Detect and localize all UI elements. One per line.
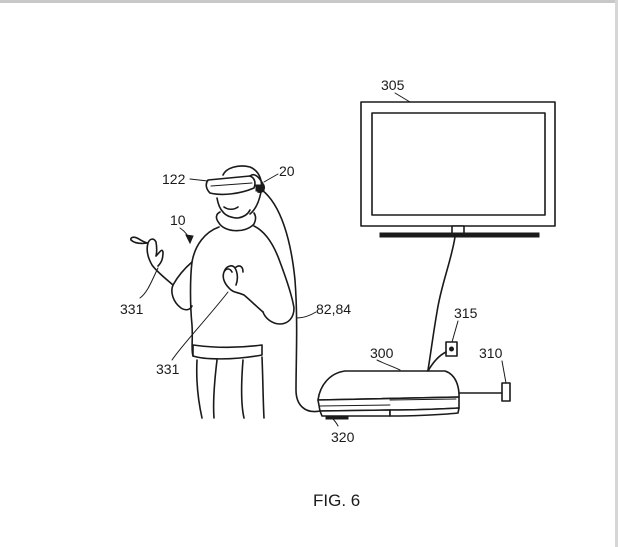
console-top: [317, 370, 460, 401]
tv-screen: [371, 112, 546, 216]
label-320: 320: [331, 429, 355, 445]
user-figure: [130, 165, 295, 419]
user-torso: [189, 226, 220, 357]
label-300: 300: [370, 345, 394, 361]
console-base-foot: [325, 415, 349, 420]
television-display: [360, 101, 556, 238]
user-head: [222, 165, 263, 215]
user-right-hand: [222, 265, 264, 313]
console-seam: [319, 404, 391, 407]
label-310: 310: [479, 345, 503, 361]
hmd-connector: [255, 184, 265, 192]
leader-300: [376, 359, 401, 371]
label-122: 122: [162, 171, 186, 187]
right-border: [615, 0, 618, 547]
leader-20: [263, 173, 279, 183]
hmd-cable: [261, 189, 321, 413]
hmd-visor: [205, 175, 256, 196]
figure-caption: FIG. 6: [313, 491, 360, 510]
leader-331-right: [171, 291, 229, 361]
label-331-right: 331: [156, 361, 180, 377]
label-305: 305: [381, 77, 405, 93]
tv-cable: [427, 236, 456, 371]
user-mouth: [223, 206, 239, 211]
head-mounted-display: [205, 173, 265, 196]
hmd-visor-line: [210, 182, 253, 187]
label-20: 20: [279, 163, 295, 179]
leader-331-left: [139, 267, 159, 299]
leader-82-84: [296, 311, 317, 319]
label-315: 315: [454, 305, 478, 321]
arrow-10: [185, 234, 194, 245]
peripheral-body: [501, 382, 511, 402]
console-front-right: [389, 407, 460, 417]
user-torso-right: [253, 225, 295, 325]
peripheral-device: [458, 382, 511, 402]
user-legs: [195, 356, 265, 419]
leader-310: [501, 360, 507, 384]
console-slot: [389, 398, 457, 401]
game-console: [317, 370, 460, 420]
leader-315: [451, 320, 459, 343]
label-10: 10: [170, 212, 186, 228]
user-sweater-hem: [192, 344, 263, 360]
tv-stand-base: [379, 232, 540, 238]
leader-lines: [139, 92, 507, 427]
power-cable: [427, 351, 447, 372]
top-border: [0, 0, 618, 3]
label-331-left: 331: [120, 301, 144, 317]
user-collar: [215, 211, 257, 232]
leader-305: [394, 92, 411, 103]
console-front: [319, 409, 391, 417]
label-82-84: 82,84: [316, 301, 351, 317]
user-left-arm: [171, 261, 193, 311]
user-left-hand: [130, 236, 174, 286]
outlet-socket: [449, 346, 454, 352]
leader-122: [189, 178, 209, 182]
leader-320: [331, 417, 339, 427]
user-face: [216, 197, 251, 219]
